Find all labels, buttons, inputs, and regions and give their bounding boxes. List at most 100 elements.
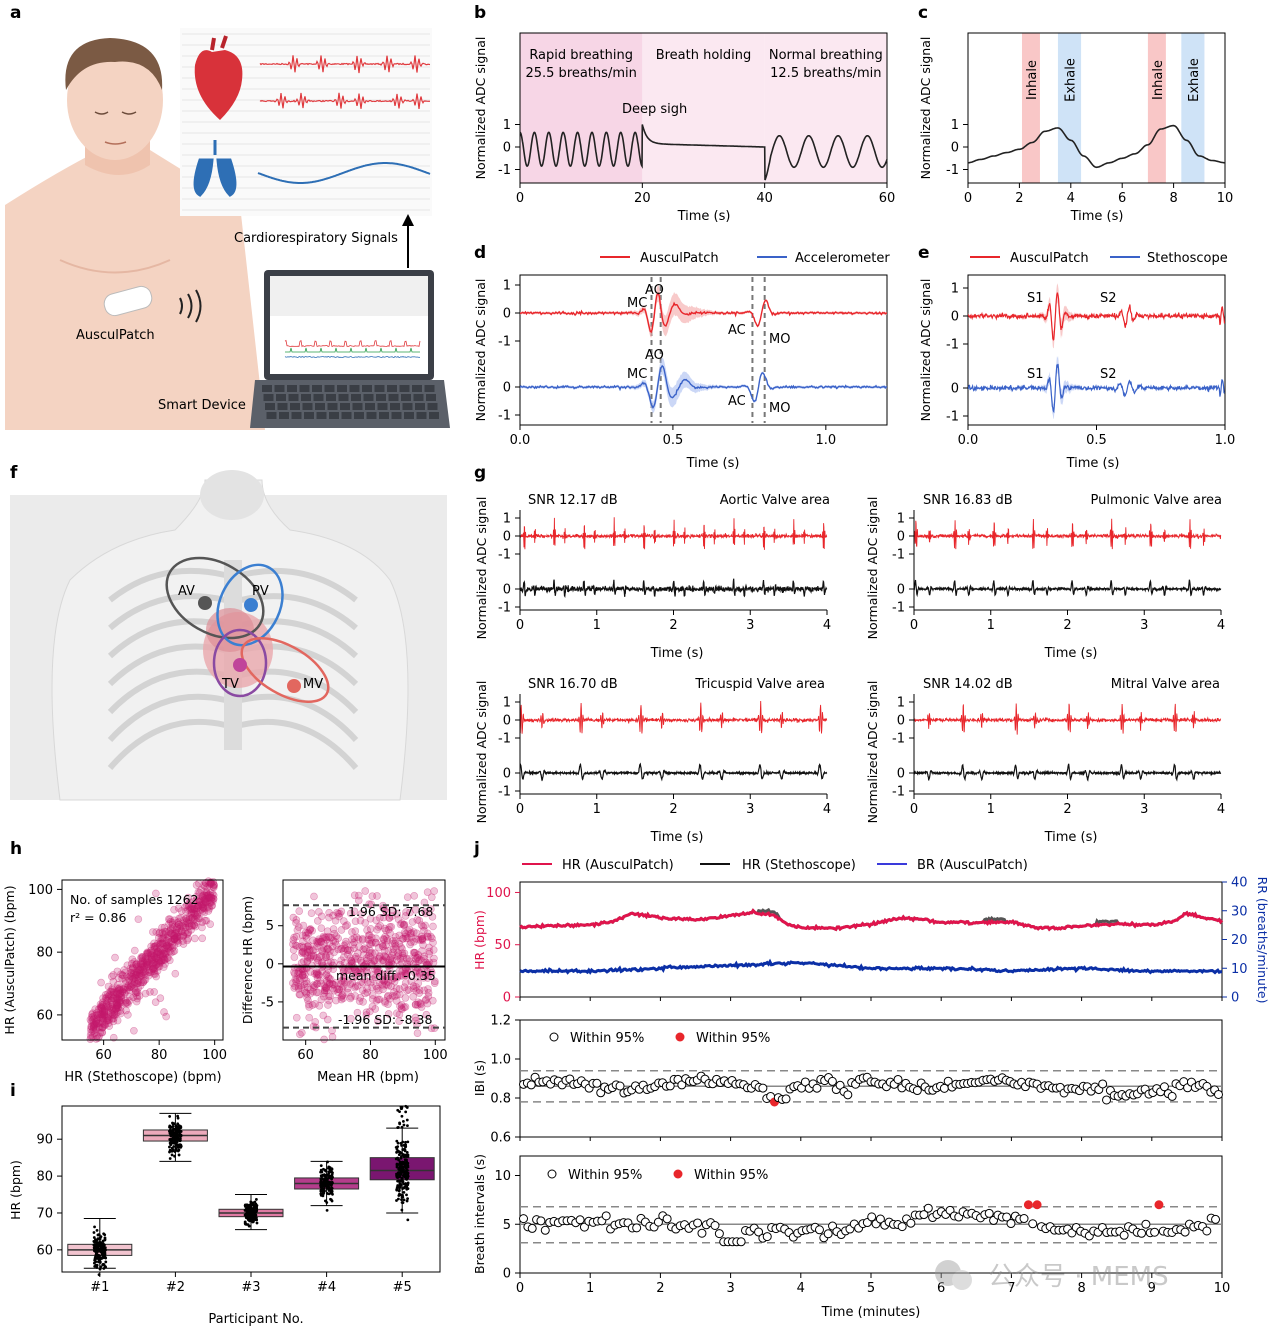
chart-h1-point	[182, 914, 191, 923]
chart-h1-point	[206, 878, 215, 887]
chart-i-point	[322, 1187, 326, 1190]
chart-h2-point	[360, 944, 369, 952]
chart-g-series-red	[913, 703, 1222, 735]
chart-h1-point	[195, 914, 204, 923]
chart-j1-series-br-ausculpatch	[519, 958, 1223, 975]
chart-h2-point	[312, 988, 321, 997]
chart-h1-point	[109, 1004, 117, 1012]
chart-h2-point	[291, 982, 299, 990]
chart-i-point	[250, 1211, 254, 1215]
chart-h1-point	[199, 903, 207, 912]
chart-h2-point	[324, 945, 332, 953]
chart-h1-point	[86, 1025, 95, 1034]
chart-h1-point	[102, 993, 110, 1002]
chart-h2-point	[310, 982, 319, 990]
chart-h1-point	[151, 943, 159, 951]
chart-h1-point	[200, 897, 209, 905]
chart-h2-point	[372, 996, 381, 1005]
chart-h1-point	[152, 972, 160, 981]
chart-h2-point	[373, 984, 381, 993]
chart-h2-point	[353, 1008, 362, 1017]
chart-h1-point	[178, 921, 187, 930]
chart-h1-point	[198, 923, 206, 932]
chart-d-xlabel: Time (s)	[686, 456, 740, 471]
chart-h1-point	[131, 971, 140, 980]
chart-h2-point	[386, 923, 394, 931]
chart-h1-point	[105, 1022, 114, 1030]
chart-h2-point	[399, 951, 407, 960]
chart-h2-point	[423, 968, 432, 976]
chart-h1-point	[150, 967, 159, 976]
chart-h2-point	[298, 947, 307, 956]
chart-h2-point	[420, 986, 428, 995]
chart-i-point	[103, 1248, 106, 1252]
chart-b-xtick-label: 20	[634, 191, 651, 206]
chart-h1-point	[109, 1017, 118, 1026]
chart-h2-point	[393, 991, 401, 999]
chart-h1-point	[90, 1020, 99, 1029]
chart-h2-point	[305, 945, 314, 954]
chart-h1-point	[197, 886, 205, 895]
chart-h1-point	[107, 1003, 115, 1011]
chart-i-point	[402, 1190, 406, 1194]
chart-h1-point	[187, 909, 196, 918]
chart-h2-point	[393, 910, 401, 918]
keyboard-key	[326, 394, 336, 401]
chart-h2-point	[314, 988, 322, 997]
chart-g-ytick-label: 1	[503, 696, 511, 711]
chart-h2-point	[315, 935, 323, 943]
chart-h2-point	[362, 954, 371, 963]
chart-h1-point	[155, 957, 163, 965]
chart-j3-point	[693, 1218, 703, 1228]
chart-h1-point	[98, 1024, 106, 1032]
chart-g-xtick-label: 2	[1063, 802, 1071, 817]
chart-g-xtick-label: 3	[1140, 618, 1148, 633]
chart-h2-point	[388, 956, 396, 964]
chart-h1-point	[137, 953, 146, 961]
chart-h1-point	[157, 949, 165, 957]
chart-j3-point	[814, 1225, 824, 1235]
chart-h2-point	[322, 984, 331, 993]
chart-h2-point	[323, 945, 331, 954]
chart-h1-point	[125, 986, 134, 994]
chart-h1-point	[205, 893, 213, 902]
chart-j3-point	[714, 1229, 724, 1239]
chart-g-xtick-label: 1	[987, 802, 995, 817]
chart-h1-point	[200, 891, 208, 899]
chart-i-point	[329, 1198, 333, 1202]
chart-h1-point	[103, 996, 112, 1005]
chart-h1-point	[105, 1003, 114, 1012]
keyboard-key	[304, 412, 314, 419]
chart-h2-point	[431, 977, 439, 986]
chart-h2-point	[363, 926, 371, 934]
chart-h2-point	[308, 926, 316, 935]
chart-j2-point	[812, 1083, 822, 1093]
chart-i-point	[174, 1130, 178, 1134]
chart-h2-point	[365, 939, 374, 948]
chart-h2-point	[328, 1033, 337, 1041]
chart-h1-point	[89, 1018, 98, 1027]
chart-h1-point	[173, 937, 182, 946]
chart-i-point	[168, 1145, 171, 1149]
chart-d-marker-ao-bottom: AO	[645, 348, 664, 363]
chart-h1-ytick-label: 80	[36, 946, 53, 961]
chart-h2-point	[298, 942, 307, 951]
chart-h1-point	[206, 920, 215, 928]
chart-h1-point	[116, 989, 125, 997]
chart-h2-point	[310, 983, 318, 992]
chart-h1-point	[140, 968, 148, 976]
chart-c-ytick-label: 1	[951, 118, 959, 133]
chart-h1-point	[121, 976, 130, 985]
chart-h2-point	[356, 916, 365, 925]
chart-h2-point	[290, 984, 299, 992]
chart-h1-point	[161, 960, 169, 968]
chart-h2-point	[430, 954, 438, 963]
panel-letter-a: a	[10, 3, 21, 23]
chart-h1-point	[179, 916, 188, 925]
chart-g-ytick-label: 0	[503, 583, 511, 598]
chart-d-ylabel: Normalized ADC signal	[473, 279, 488, 422]
chart-h1-point	[193, 918, 201, 926]
chart-g-ytick-label: 1	[897, 512, 905, 527]
chart-h2-point	[325, 909, 333, 917]
chart-h2-point	[411, 906, 420, 914]
